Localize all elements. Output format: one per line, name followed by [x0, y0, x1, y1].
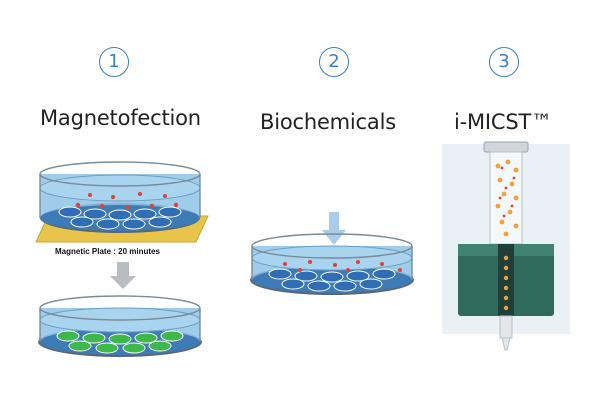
step-biochemicals: 2 Biochemicals: [240, 0, 420, 400]
step-magnetofection: 1 Magnetofection Magnetic Plate : 20 min…: [0, 0, 220, 400]
biochemical-particles: [283, 260, 402, 272]
step-number-2: 2: [319, 47, 349, 77]
dish-biochemicals: [250, 233, 414, 295]
blue-cells: [268, 268, 396, 292]
down-arrow: [110, 262, 136, 289]
cells-in-column: [495, 159, 519, 237]
step-title-i-micst: i-MICST™: [454, 110, 552, 134]
step-number-3: 3: [489, 47, 519, 77]
magnetic-particles: [75, 192, 179, 210]
dish-transfected-cells: [38, 295, 202, 357]
dish-on-magnetic-plate: [35, 161, 209, 243]
step-title-magnetofection: Magnetofection: [40, 106, 201, 130]
magnetic-plate-label: Magnetic Plate : 20 minutes: [55, 247, 160, 256]
magnetic-beads: [498, 166, 516, 218]
i-micst-device: [442, 141, 570, 351]
step-number-1: 1: [99, 47, 129, 77]
green-cells: [56, 330, 184, 354]
step-i-micst: 3 i-MICST™: [430, 0, 600, 400]
blue-cells: [58, 206, 182, 230]
step-title-biochemicals: Biochemicals: [260, 110, 396, 134]
